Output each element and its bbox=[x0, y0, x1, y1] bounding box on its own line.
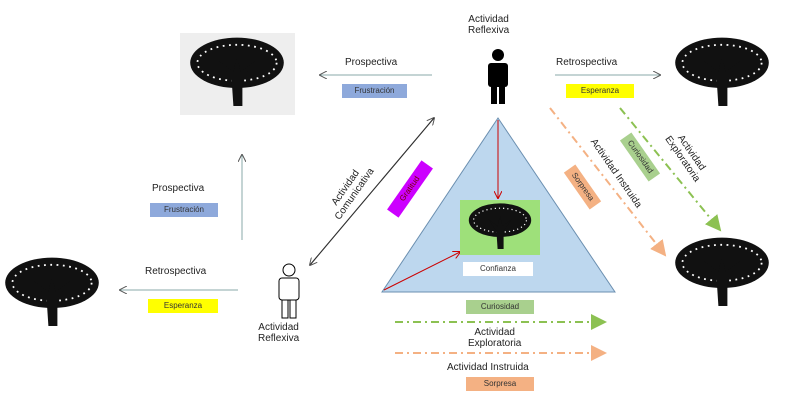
retrospectiva-top: Retrospectiva bbox=[556, 57, 618, 68]
tree-icons bbox=[5, 37, 769, 326]
prospectiva-left: Prospectiva bbox=[152, 183, 205, 194]
confianza-box: Confianza bbox=[463, 262, 533, 276]
prospectiva-top: Prospectiva bbox=[345, 57, 398, 68]
tree-icon bbox=[468, 203, 532, 249]
frustracion-left: Frustración bbox=[150, 203, 218, 217]
tree-icon bbox=[675, 237, 769, 306]
person-icon-top bbox=[488, 49, 508, 104]
retrospectiva-left: Retrospectiva bbox=[145, 266, 207, 277]
esperanza-top: Esperanza bbox=[566, 84, 634, 98]
sorpresa-bottom: Sorpresa bbox=[466, 377, 534, 391]
tree-icon bbox=[190, 37, 284, 106]
curiosidad-bottom: Curiosidad bbox=[466, 300, 534, 314]
tree-icon bbox=[5, 257, 99, 326]
esperanza-left: Esperanza bbox=[148, 299, 218, 313]
exploratoria-bottom: Actividad Exploratoria bbox=[468, 327, 522, 349]
bottom-actor-label: Actividad Reflexiva bbox=[258, 322, 300, 344]
top-actor-label: Actividad Reflexiva bbox=[468, 14, 510, 36]
instruida-bottom: Actividad Instruida bbox=[447, 362, 529, 373]
person-icon-bottom bbox=[278, 263, 300, 319]
frustracion-top: Frustración bbox=[342, 84, 407, 98]
tree-icon bbox=[675, 37, 769, 106]
